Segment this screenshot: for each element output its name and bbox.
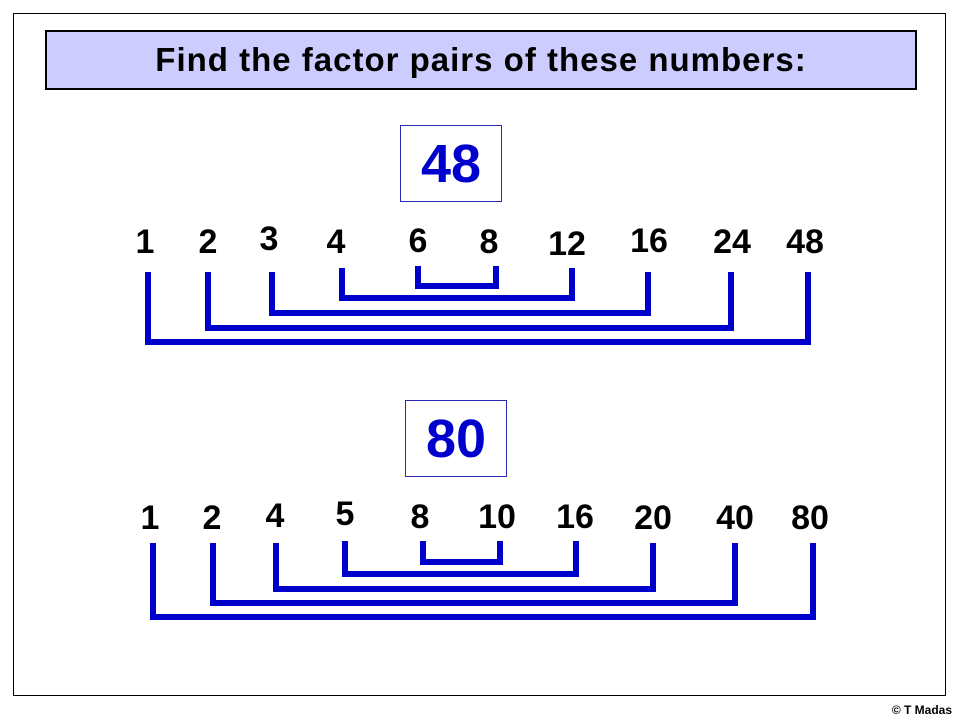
factor-label: 12 (548, 225, 586, 263)
copyright-credit: © T Madas (891, 703, 952, 717)
factors-row-80: 1 2 4 5 8 10 16 20 40 80 (141, 495, 829, 537)
title-banner: Find the factor pairs of these numbers: (45, 30, 917, 90)
pair-bracket (210, 543, 738, 606)
factor-label: 16 (630, 222, 668, 260)
factor-label: 8 (411, 498, 430, 536)
pair-bracket (342, 541, 579, 577)
factor-label: 4 (327, 223, 346, 261)
page-title: Find the factor pairs of these numbers: (155, 41, 807, 78)
slide-frame (13, 13, 946, 696)
number-box-80: 80 (405, 400, 507, 477)
pair-brackets-80 (150, 541, 816, 620)
factor-label: 6 (409, 222, 428, 260)
pair-bracket (145, 272, 811, 345)
number-box-48: 48 (400, 125, 502, 202)
pair-bracket (273, 543, 656, 592)
pair-bracket (269, 272, 651, 316)
factor-label: 5 (336, 495, 355, 533)
factor-label: 40 (716, 499, 754, 537)
factor-label: 1 (141, 499, 160, 537)
pair-brackets-48 (145, 266, 811, 345)
factor-label: 2 (199, 223, 218, 261)
pair-bracket (205, 272, 734, 331)
factor-label: 3 (260, 220, 279, 258)
pair-bracket (339, 268, 575, 301)
factor-label: 2 (203, 499, 222, 537)
factor-label: 48 (786, 223, 824, 261)
factor-label: 1 (136, 223, 155, 261)
factor-label: 10 (478, 498, 516, 536)
factor-label: 24 (713, 223, 751, 261)
pair-bracket (150, 543, 816, 620)
factor-label: 4 (266, 497, 285, 535)
factor-label: 8 (480, 223, 499, 261)
factor-label: 16 (556, 498, 594, 536)
pair-bracket (415, 266, 499, 289)
factors-row-48: 1 2 3 4 6 8 12 16 24 48 (136, 220, 824, 263)
pair-bracket (420, 541, 503, 565)
factor-label: 80 (791, 499, 829, 537)
factor-label: 20 (634, 499, 672, 537)
